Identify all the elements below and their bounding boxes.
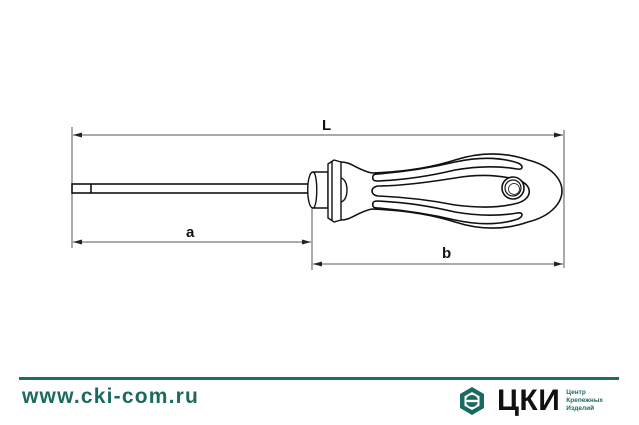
brand-tagline-line: Изделий [566,405,595,412]
handle [340,153,563,229]
dimension-label-L: L [322,117,332,134]
website-link[interactable]: www.cki-com.ru [22,385,200,408]
hanging-hole [501,176,525,200]
brand-name: ЦКИ [497,384,561,417]
brand-tagline: Центр Крепежных Изделий [566,389,603,413]
brand-logo: ЦКИ Центр Крепежных Изделий [459,385,603,417]
dimension-label-a: a [186,224,195,241]
brand-tagline-line: Крепежных [566,397,604,404]
footer-divider [19,377,619,380]
hexagon-slot-icon [460,387,484,415]
ferrule [307,159,348,223]
screwdriver-drawing [71,127,565,270]
shaft [71,183,313,194]
dimension-label-b: b [442,245,452,262]
dimension-lines [73,132,563,267]
brand-tagline-line: Центр [566,389,586,396]
